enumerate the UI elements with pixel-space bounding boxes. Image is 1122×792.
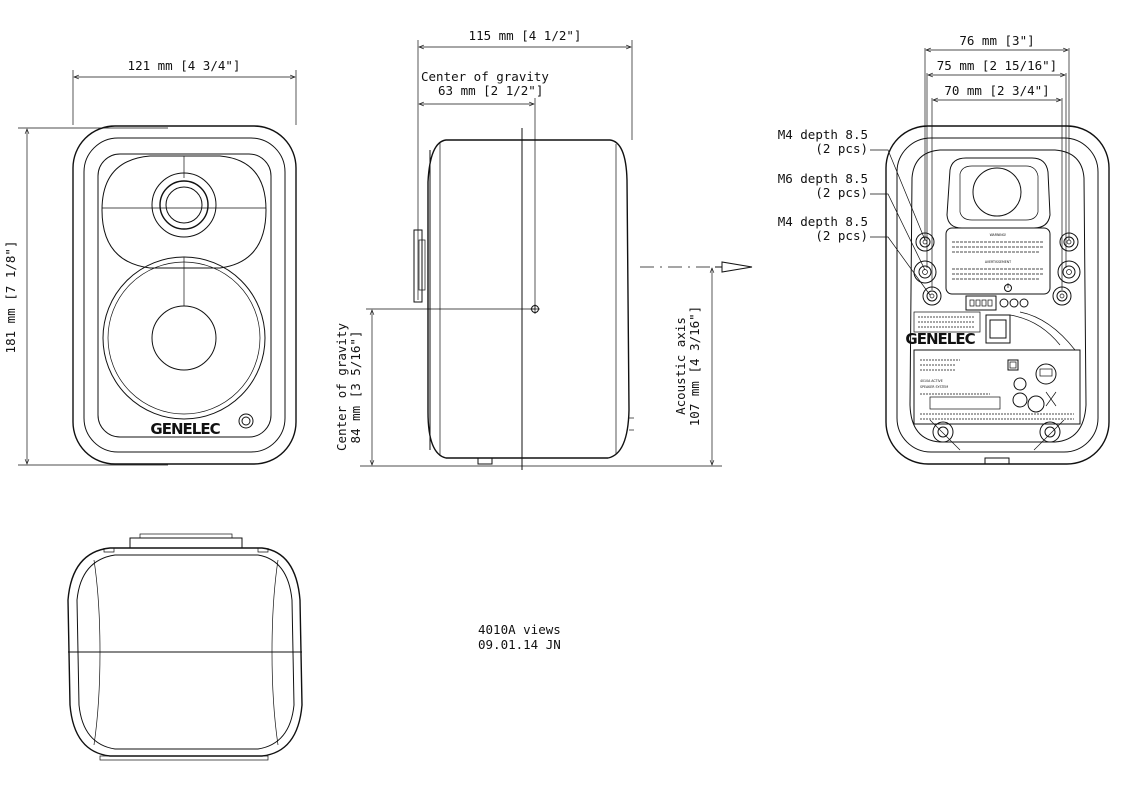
tweeter: [151, 172, 217, 238]
warning-fr-title: AVERTISSEMENT: [985, 260, 1011, 264]
acoustic-dim: 107 mm [4 3/16"]: [687, 306, 702, 426]
rear-cabinet-outline: [885, 125, 1110, 465]
acoustic-axis-arrow: [715, 261, 753, 273]
warning-label: [945, 227, 1051, 295]
model-label: 4010A ACTIVE: [920, 379, 943, 383]
input-connector: [985, 314, 1011, 344]
acoustic-title: Acoustic axis: [673, 317, 688, 415]
side-cabinet-outline: [427, 139, 630, 459]
rating-plate: [913, 349, 1081, 425]
callout-3-line1: M4 depth 8.5: [778, 214, 868, 229]
callout-1-line2: (2 pcs): [815, 141, 868, 156]
fi-mark: [1027, 395, 1045, 413]
rear-dim-mid: 75 mm [2 15/16"]: [937, 58, 1057, 73]
callout-3-line2: (2 pcs): [815, 228, 868, 243]
rear-dim-outer: 76 mm [3"]: [959, 33, 1034, 48]
cog-depth-dim: 63 mm [2 1/2"]: [438, 83, 543, 98]
front-height-dim: 181 mm [7 1/8"]: [3, 241, 18, 354]
top-view: [67, 533, 303, 761]
callout-2-line1: M6 depth 8.5: [778, 171, 868, 186]
ce-mark: [1013, 377, 1027, 391]
rear-view: 76 mm [3"] 75 mm [2 15/16"] 70 mm [2 3/4…: [778, 33, 1110, 465]
side-view: 115 mm [4 1/2"] Center of gravity 63 mm …: [334, 28, 753, 470]
front-width-dim: 121 mm [4 3/4"]: [128, 58, 241, 73]
cog-height-title: Center of gravity: [334, 323, 349, 451]
side-depth-dim: 115 mm [4 1/2"]: [469, 28, 582, 43]
power-led: [238, 413, 254, 429]
front-logo: GENELEC: [150, 420, 220, 438]
warning-title: WARNING!: [990, 233, 1007, 237]
cog-height-dim: 84 mm [3 5/16"]: [348, 331, 363, 444]
reflex-port: [946, 157, 1051, 229]
mount-holes: [913, 232, 1081, 306]
dip-switches: [965, 295, 997, 311]
title-block: 4010A views 09.01.14 JN: [478, 622, 561, 652]
callout-2-line2: (2 pcs): [815, 185, 868, 200]
title-line-1: 4010A views: [478, 622, 561, 637]
title-line-2: 09.01.14 JN: [478, 637, 561, 652]
front-view: 121 mm [4 3/4"] 181 mm [7 1/8"] GENELEC: [3, 58, 297, 466]
system-label: SPEAKER SYSTEM: [920, 385, 948, 389]
rear-dim-inner: 70 mm [2 3/4"]: [944, 83, 1049, 98]
cog-title: Center of gravity: [421, 69, 549, 84]
front-cabinet-outline: [72, 125, 297, 465]
rear-logo: GENELEC: [905, 330, 975, 348]
callout-1-line1: M4 depth 8.5: [778, 127, 868, 142]
